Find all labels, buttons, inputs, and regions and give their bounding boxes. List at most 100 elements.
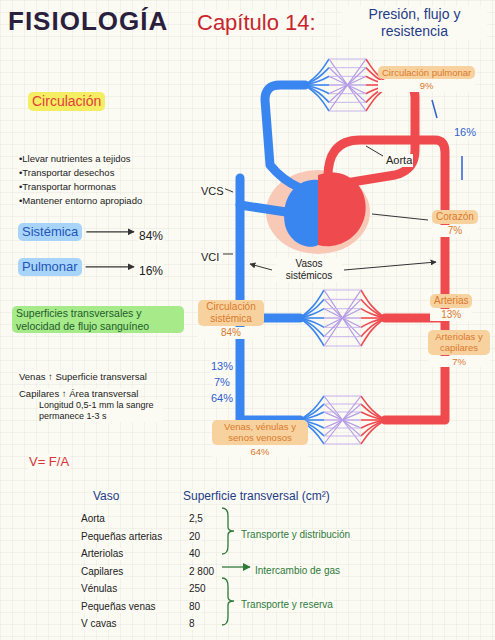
capillary <box>324 308 361 309</box>
text-label: •Transportar hormonas <box>18 181 117 192</box>
tick-mark <box>461 156 463 180</box>
label-slot: Pequeñas arterias <box>80 526 163 544</box>
text-label: 16% <box>453 126 477 139</box>
text-label: V cavas <box>80 618 118 630</box>
label-slot: 2,5 <box>188 508 204 526</box>
text-label: Pequeñas venas <box>80 601 157 613</box>
capillary <box>300 290 324 318</box>
leader-line <box>223 254 233 255</box>
capillary <box>300 309 324 318</box>
pulmonary-artery <box>265 85 305 188</box>
label-slot: VCI <box>200 247 220 265</box>
label-slot: 7% <box>213 372 231 390</box>
highlight-band: Circulación sistémica84% <box>198 300 264 339</box>
highlight-label: Circulación <box>28 92 105 111</box>
text-label: 2 800 <box>188 566 215 578</box>
capillary <box>305 85 329 111</box>
text-label: 20 <box>188 531 201 543</box>
title-slot: FISIOLOGÍA <box>8 6 168 37</box>
text-label: •Transportar desechos <box>18 167 115 178</box>
highlight-band: Circulación <box>28 92 105 111</box>
percent-value: 84% <box>198 327 264 339</box>
highlight-label: Arterias <box>430 294 472 308</box>
highlight-band: Arterias13% <box>430 294 472 321</box>
capillary <box>324 396 361 444</box>
brace <box>222 508 234 554</box>
label-slot: 8 <box>188 613 196 631</box>
capillary <box>329 111 366 112</box>
highlight-label: Venas, vénulas y senos venosos <box>212 420 308 445</box>
text-label: Aorta <box>385 154 413 167</box>
label-slot: Superficie transversal (cm²) <box>182 486 331 504</box>
capillary <box>324 290 361 346</box>
highlight-band: Corazón7% <box>432 210 478 237</box>
label-slot: •Transportar desechos <box>18 162 115 180</box>
capillary <box>324 290 361 291</box>
capillary <box>305 76 329 85</box>
text-label: •Mantener entorno apropiado <box>18 195 143 206</box>
capillary <box>300 299 324 318</box>
highlight-band: Arteriolas y capilares7% <box>428 330 490 367</box>
text-label: Vasos sistémicos <box>276 258 342 282</box>
label-slot: 13% <box>210 356 234 374</box>
capillary <box>305 68 329 85</box>
label-slot: •Llevar nutrientes a tejidos <box>18 148 132 166</box>
text-label: Arteriolas <box>80 548 124 560</box>
label-slot: Aorta <box>385 150 413 168</box>
text-label: 84% <box>138 229 164 243</box>
highlight-band: Superficies transversales y velocidad de… <box>12 306 184 333</box>
percent-value: 9% <box>378 80 475 91</box>
highlight-label: Circulación sistémica <box>198 300 264 326</box>
highlight-label: Arteriolas y capilares <box>428 330 490 355</box>
text-label: •Llevar nutrientes a tejidos <box>18 153 132 164</box>
highlight-band: Venas, vénulas y senos venosos64% <box>212 420 308 457</box>
label-slot: VCS <box>200 181 225 199</box>
label-slot: •Mantener entorno apropiado <box>18 190 143 208</box>
title: FISIOLOGÍA <box>8 6 168 36</box>
pointer-arrow <box>250 264 272 270</box>
capillary <box>361 299 385 318</box>
label-slot: 250 <box>188 578 207 596</box>
text-label: Transporte y reserva <box>240 599 334 611</box>
highlight-band: Sistémica <box>18 223 82 241</box>
leader-line <box>366 146 383 156</box>
text-label: 8 <box>188 618 196 630</box>
pulmonary-vein <box>352 85 415 182</box>
text-label: Longitud 0,5-1 mm la sangre permanece 1-… <box>38 400 163 422</box>
pointer-arrow <box>344 262 436 270</box>
brace <box>222 578 234 625</box>
capillary <box>361 412 385 420</box>
label-slot: Arteriolas <box>80 543 124 561</box>
label-slot: 80 <box>188 596 201 614</box>
capillary <box>324 327 361 328</box>
leader-line <box>372 214 428 220</box>
percent-value: 7% <box>428 356 490 367</box>
highlight-band: Pulmonar <box>18 258 82 276</box>
capillary <box>305 59 329 85</box>
text-label: Capilares ↑ Área transversal <box>18 388 139 399</box>
label-slot: V= F/A <box>28 452 70 470</box>
text-label: Presión, flujo y resistencia <box>342 6 487 40</box>
text-label: Vaso <box>92 489 120 503</box>
tick-mark <box>432 100 437 118</box>
percent-value: 13% <box>430 309 472 321</box>
text-label: 7% <box>213 376 231 389</box>
capillary <box>300 396 324 420</box>
text-label: Venas ↑ Superficie transversal <box>18 371 148 382</box>
label-slot: Intercambio de gas <box>254 560 341 578</box>
pointer-arrow <box>86 266 134 267</box>
highlight-band: Circulación pulmonar9% <box>378 66 475 92</box>
label-slot: 16% <box>453 122 477 140</box>
text-label: Intercambio de gas <box>254 565 341 577</box>
label-slot: V cavas <box>80 613 118 631</box>
label-slot: 2 800 <box>188 561 215 579</box>
text-label: VCI <box>200 251 220 264</box>
highlight-label: Corazón <box>432 210 478 224</box>
label-slot: Aorta <box>80 508 106 526</box>
capillary <box>361 420 385 444</box>
text-label: Aorta <box>80 513 106 525</box>
text-label: Transporte y distribución <box>240 529 351 541</box>
text-label: 13% <box>210 360 234 373</box>
